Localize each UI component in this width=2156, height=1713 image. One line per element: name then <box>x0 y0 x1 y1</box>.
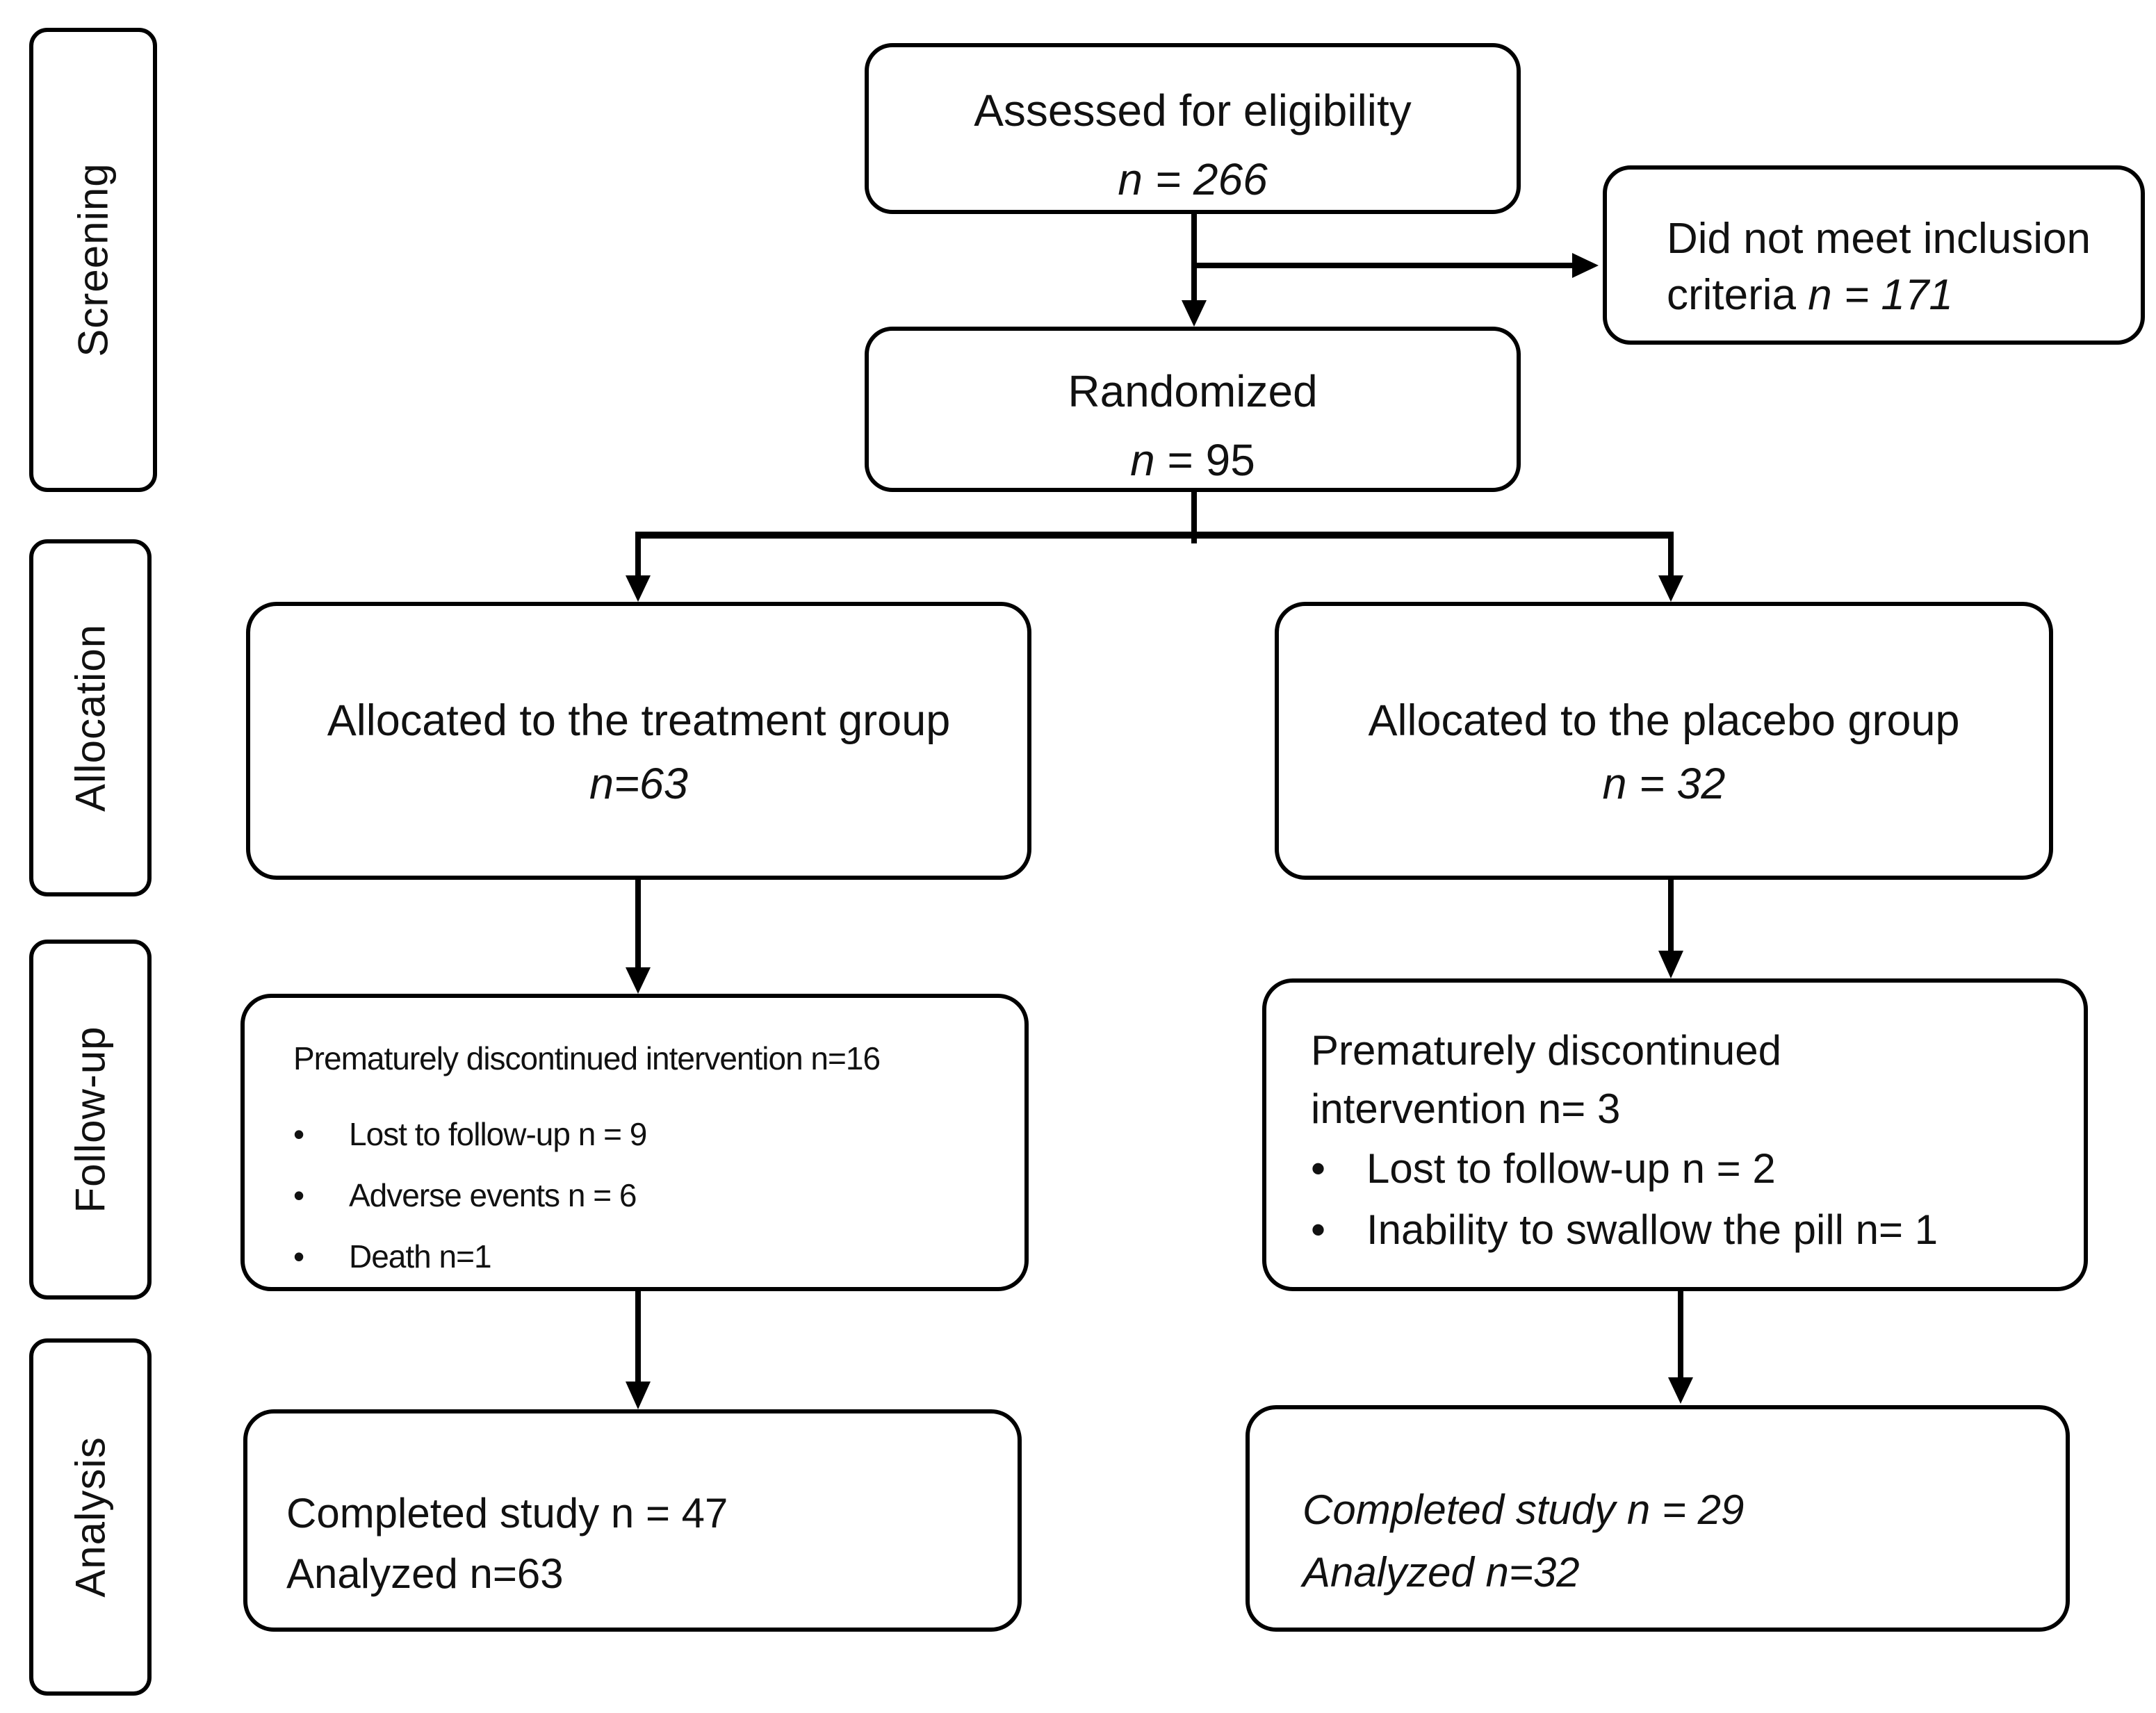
placebo-analyzed: Analyzed n=32 <box>1302 1549 1580 1596</box>
randomized-count-value: = 95 <box>1154 435 1255 486</box>
placebo-allocation-label: Allocated to the placebo group <box>1368 696 1960 745</box>
bullet-icon: • <box>293 1238 305 1274</box>
stage-label-follow-up: Follow-up <box>67 1026 114 1213</box>
treatment-discontinued-header: Prematurely discontinued intervention n=… <box>293 1040 881 1076</box>
treatment-discontinued-item: • Death n=1 <box>293 1226 1024 1287</box>
treatment-item-adverse: Adverse events n = 6 <box>349 1177 637 1213</box>
treatment-item-death: Death n=1 <box>349 1238 492 1274</box>
placebo-discontinued-header-line1: Prematurely discontinued <box>1311 1027 1782 1074</box>
stage-label-allocation: Allocation <box>67 623 114 812</box>
excluded-box: Did not meet inclusion criteria n = 171 <box>1603 165 2145 345</box>
treatment-item-lost: Lost to follow-up n = 9 <box>349 1116 647 1152</box>
bullet-icon: • <box>293 1177 305 1213</box>
stage-label-analysis: Analysis <box>67 1436 114 1598</box>
placebo-item-pill: Inability to swallow the pill n= 1 <box>1366 1206 1938 1253</box>
treatment-allocation-count: n=63 <box>589 760 688 809</box>
placebo-allocation-box: Allocated to the placebo group n = 32 <box>1275 602 2053 880</box>
treatment-discontinued-item: • Adverse events n = 6 <box>293 1165 1024 1226</box>
randomized-box: Randomized n = 95 <box>865 327 1521 492</box>
placebo-discontinued-item: • Lost to follow-up n = 2 <box>1311 1138 2084 1199</box>
stage-screening: Screening <box>29 28 157 492</box>
arrowhead-placebo-analysis <box>1668 1377 1693 1404</box>
treatment-allocation-label: Allocated to the treatment group <box>327 696 951 745</box>
randomized-label: Randomized <box>1068 366 1318 416</box>
bullet-icon: • <box>1311 1206 1326 1253</box>
assessed-count: n = 266 <box>1118 154 1268 205</box>
stage-analysis: Analysis <box>29 1338 152 1696</box>
treatment-discontinued-item: • Lost to follow-up n = 9 <box>293 1104 1024 1165</box>
excluded-line1: Did not meet inclusion <box>1667 215 2091 263</box>
bullet-icon: • <box>1311 1145 1326 1192</box>
excluded-criteria-text: criteria <box>1667 270 1808 319</box>
arrowhead-treatment-analysis <box>626 1382 651 1409</box>
treatment-follow-up-box: Prematurely discontinued intervention n=… <box>240 994 1029 1291</box>
placebo-analysis-box: Completed study n = 29 Analyzed n=32 <box>1246 1405 2070 1632</box>
treatment-completed: Completed study n = 47 <box>286 1490 728 1536</box>
excluded-line2: criteria n = 171 <box>1667 268 2141 324</box>
treatment-analysis-box: Completed study n = 47 Analyzed n=63 <box>243 1409 1022 1632</box>
assessed-box: Assessed for eligibility n = 266 <box>865 43 1521 214</box>
placebo-discontinued-list: • Lost to follow-up n = 2 • Inability to s… <box>1311 1138 2084 1261</box>
randomized-count: n = 95 <box>869 426 1517 495</box>
stage-follow-up: Follow-up <box>29 940 152 1300</box>
arrowhead-randomized <box>1182 300 1207 327</box>
arrowhead-placebo-allocation <box>1658 575 1683 602</box>
placebo-completed: Completed study n = 29 <box>1302 1486 1745 1533</box>
placebo-allocation-count: n = 32 <box>1602 760 1726 809</box>
arrowhead-treatment-allocation <box>626 575 651 602</box>
arrowhead-placebo-followup <box>1658 951 1683 978</box>
stage-label-screening: Screening <box>70 163 117 357</box>
arrowhead-excluded <box>1572 253 1599 278</box>
arrowhead-treatment-followup <box>626 967 651 994</box>
treatment-analyzed: Analyzed n=63 <box>286 1550 564 1597</box>
stage-allocation: Allocation <box>29 539 152 896</box>
placebo-item-lost: Lost to follow-up n = 2 <box>1366 1145 1776 1192</box>
placebo-discontinued-item: • Inability to swallow the pill n= 1 <box>1311 1199 2084 1261</box>
treatment-allocation-box: Allocated to the treatment group n=63 <box>246 602 1031 880</box>
placebo-follow-up-box: Prematurely discontinued intervention n=… <box>1262 978 2088 1291</box>
bullet-icon: • <box>293 1116 305 1152</box>
treatment-discontinued-list: • Lost to follow-up n = 9 • Adverse event… <box>293 1104 1024 1287</box>
placebo-discontinued-header-line2: intervention n= 3 <box>1311 1085 1621 1132</box>
excluded-count: n = 171 <box>1808 270 1953 319</box>
randomized-count-n: n <box>1130 435 1155 486</box>
assessed-label: Assessed for eligibility <box>974 85 1412 136</box>
